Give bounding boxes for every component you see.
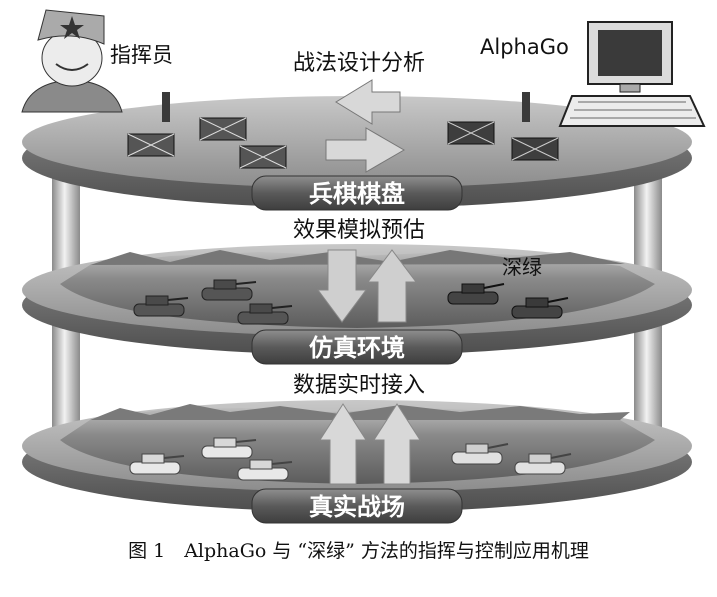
terrain <box>60 408 655 484</box>
tank-icon <box>201 437 257 459</box>
mid-flow-text: 效果模拟预估 <box>293 218 425 243</box>
arrow-up-icon <box>373 403 421 485</box>
unit-token-icon <box>127 133 175 157</box>
commander-icon <box>21 9 123 113</box>
unit-token-icon <box>199 117 247 141</box>
pillar-right-upper <box>634 170 662 275</box>
layer-label-wargame: 兵棋棋盘 <box>309 180 405 208</box>
label-band <box>251 488 463 524</box>
shenlv-label: 深绿 <box>502 255 542 279</box>
arrow-up-icon <box>319 403 367 485</box>
pillar-left-upper <box>52 170 80 275</box>
board-edge <box>522 92 530 122</box>
unit-token-icon <box>447 121 495 145</box>
arrow-down-icon <box>317 249 367 323</box>
layer-label-real-battlefield: 真实战场 <box>309 493 405 521</box>
lower-flow-text: 数据实时接入 <box>293 373 425 398</box>
arrow-right-icon <box>325 127 405 173</box>
figure-caption: 图 1 AlphaGo 与 “深绿” 方法的指挥与控制应用机理 <box>128 540 589 562</box>
tank-icon <box>133 295 189 317</box>
layer-real-battlefield: 真实战场 <box>22 400 692 524</box>
label-band <box>251 175 463 211</box>
mountains <box>90 404 630 420</box>
arrow-up-icon <box>367 249 417 323</box>
unit-token-icon <box>239 145 287 169</box>
unit-token-icon <box>511 137 559 161</box>
alphago-label: AlphaGo <box>480 35 569 59</box>
label-band <box>251 329 463 365</box>
layer-label-simulation: 仿真环境 <box>309 334 405 362</box>
tank-icon <box>237 303 293 325</box>
computer-icon <box>558 21 706 127</box>
top-flow-text: 战法设计分析 <box>293 51 425 76</box>
arrow-left-icon <box>335 79 401 125</box>
layer-simulation: 深绿 仿真环境 <box>22 244 692 365</box>
tank-icon <box>201 279 257 301</box>
tank-icon <box>451 443 509 465</box>
mountains <box>90 250 625 265</box>
tank-icon <box>514 453 572 475</box>
board-edge <box>162 92 170 122</box>
tank-icon <box>237 459 293 481</box>
tank-icon <box>129 453 185 475</box>
commander-label: 指挥员 <box>110 43 173 67</box>
tank-icon <box>511 297 569 319</box>
tank-icon <box>447 283 505 305</box>
